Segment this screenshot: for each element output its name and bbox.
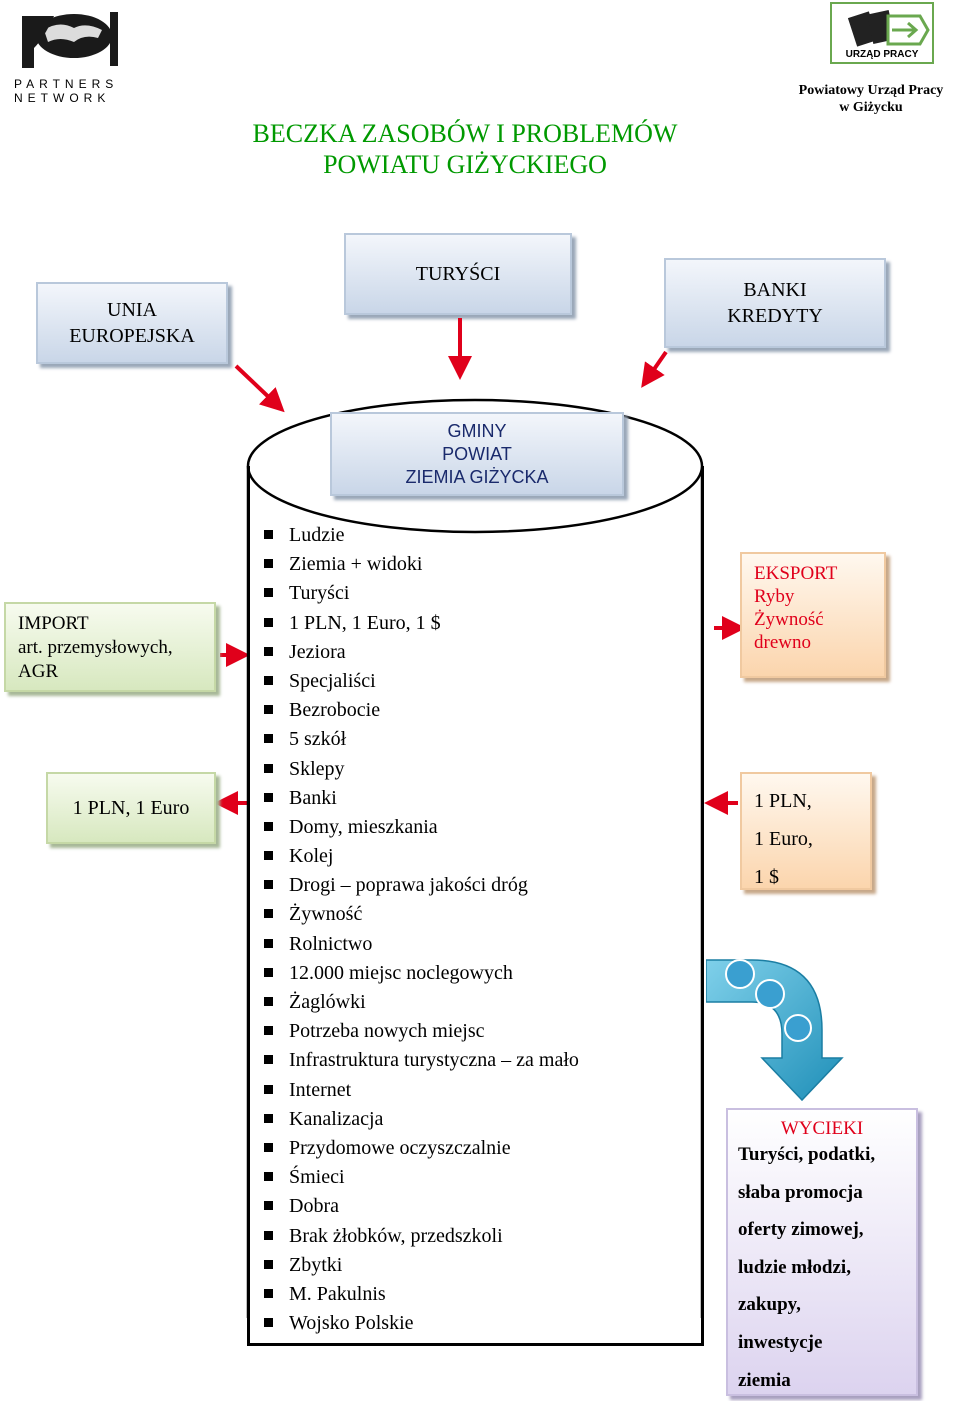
barrel-resource-item: Śmieci bbox=[264, 1164, 579, 1193]
barrel-resource-item: Przydomowe oczyszczalnie bbox=[264, 1135, 579, 1164]
barrel-resource-item: Brak żłobków, przedszkoli bbox=[264, 1223, 579, 1252]
pipe-bubble-1 bbox=[725, 959, 755, 989]
barrel-header-line2: POWIAT bbox=[442, 443, 512, 464]
tourists-box-label: TURYŚCI bbox=[415, 263, 501, 285]
export-box-line3: Żywność bbox=[754, 609, 824, 630]
barrel-resource-item: Kolej bbox=[264, 843, 579, 872]
import-box-line1: IMPORT bbox=[18, 613, 89, 634]
barrel-resource-item: Bezrobocie bbox=[264, 697, 579, 726]
outflow-pipe bbox=[706, 959, 844, 1102]
barrel-resource-item: Infrastruktura turystyczna – za mało bbox=[264, 1047, 579, 1076]
arrow-banks-to-barrel bbox=[641, 350, 668, 388]
barrel-resource-item: 12.000 miejsc noclegowych bbox=[264, 960, 579, 989]
barrel-header-box: GMINY POWIAT ZIEMIA GIŻYCKA bbox=[330, 412, 624, 496]
import-box-line2: art. przemysłowych, bbox=[18, 637, 173, 658]
barrel-resource-item: Domy, mieszkania bbox=[264, 814, 579, 843]
barrel-resource-item: Banki bbox=[264, 785, 579, 814]
barrel-resource-item: Kanalizacja bbox=[264, 1106, 579, 1135]
eu-box-line2: EUROPEJSKA bbox=[69, 325, 195, 347]
leaks-line: inwestycje bbox=[738, 1331, 823, 1353]
barrel-resource-item: Żaglówki bbox=[264, 989, 579, 1018]
leaks-line: ludzie młodzi, bbox=[738, 1256, 851, 1278]
barrel-resource-item: Potrzeba nowych miejsc bbox=[264, 1018, 579, 1047]
barrel-resource-item: Sklepy bbox=[264, 756, 579, 785]
barrel-right-wall bbox=[701, 466, 704, 1346]
money-in-box: 1 PLN, 1 Euro, 1 $ bbox=[740, 772, 872, 890]
export-box: EKSPORT Ryby Żywność drewno bbox=[740, 552, 886, 678]
banks-box-line2: KREDYTY bbox=[727, 305, 823, 327]
office-name-line2: w Giżycku bbox=[839, 100, 903, 115]
barrel-resource-item: Wojsko Polskie bbox=[264, 1310, 579, 1339]
import-box-line3: AGR bbox=[18, 661, 59, 682]
barrel-resource-item: Jeziora bbox=[264, 639, 579, 668]
page-title-line1: BECZKA ZASOBÓW I PROBLEMÓW bbox=[252, 119, 678, 148]
leaks-box-lines: Turyści, podatki, słaba promocja oferty zi… bbox=[738, 1136, 906, 1399]
eu-box-line1: UNIA bbox=[107, 299, 157, 321]
barrel-resource-item: 5 szkół bbox=[264, 726, 579, 755]
leaks-line: Turyści, podatki, bbox=[738, 1144, 876, 1165]
banks-box-line1: BANKI bbox=[743, 279, 807, 301]
import-box: IMPORT art. przemysłowych, AGR bbox=[4, 602, 216, 692]
barrel-resource-item: Ziemia + widoki bbox=[264, 551, 579, 580]
leaks-box: WYCIEKI Turyści, podatki, słaba promocja o… bbox=[726, 1108, 918, 1396]
barrel-left-wall bbox=[247, 466, 250, 1346]
arrow-eu-to-barrel bbox=[234, 364, 285, 413]
export-box-line2: Ryby bbox=[754, 586, 795, 607]
barrel-header-line1: GMINY bbox=[447, 420, 507, 441]
export-box-line1: EKSPORT bbox=[754, 563, 838, 584]
barrel-resource-item: Turyści bbox=[264, 580, 579, 609]
barrel-resource-item: Zbytki bbox=[264, 1252, 579, 1281]
banks-box: BANKI KREDYTY bbox=[664, 258, 886, 348]
page-title-line2: POWIATU GIŻYCKIEGO bbox=[323, 150, 607, 179]
leaks-line: oferty zimowej, bbox=[738, 1219, 864, 1241]
page-title: BECZKA ZASOBÓW I PROBLEMÓW POWIATU GIŻYC… bbox=[200, 118, 730, 180]
logo-text-line1: PARTNERS bbox=[14, 77, 119, 91]
barrel-bottom bbox=[248, 1343, 704, 1346]
barrel-resource-item: Drogi – poprawa jakości dróg bbox=[264, 872, 579, 901]
globe-logo-icon bbox=[22, 12, 118, 68]
barrel-resource-item: Internet bbox=[264, 1077, 579, 1106]
office-name: Powiatowy Urząd Pracy w Giżycku bbox=[786, 82, 956, 116]
office-name-line1: Powiatowy Urząd Pracy bbox=[798, 83, 944, 98]
partners-network-logo: PARTNERS NETWORK bbox=[14, 8, 124, 105]
barrel-header-line3: ZIEMIA GIŻYCKA bbox=[405, 466, 549, 487]
money-out-box-label: 1 PLN, 1 Euro bbox=[72, 797, 190, 819]
barrel-resource-item: Rolnictwo bbox=[264, 931, 579, 960]
pipe-bubble-2 bbox=[755, 979, 785, 1009]
money-in-box-line3: 1 $ bbox=[754, 866, 779, 888]
barrel-resource-item: Ludzie bbox=[264, 522, 579, 551]
money-out-box: 1 PLN, 1 Euro bbox=[46, 772, 216, 844]
barrel-resource-item: 1 PLN, 1 Euro, 1 $ bbox=[264, 610, 579, 639]
pipe-bubble-3 bbox=[784, 1014, 812, 1042]
money-in-box-line1: 1 PLN, bbox=[754, 790, 812, 812]
money-in-box-line2: 1 Euro, bbox=[754, 828, 813, 850]
urzad-pracy-logo: URZĄD PRACY bbox=[830, 2, 934, 64]
export-box-line4: drewno bbox=[754, 632, 811, 653]
barrel-resource-item: M. Pakulnis bbox=[264, 1281, 579, 1310]
leaks-box-title: WYCIEKI bbox=[780, 1118, 864, 1139]
barrel-resource-item: Specjaliści bbox=[264, 668, 579, 697]
eu-box: UNIA EUROPEJSKA bbox=[36, 282, 228, 364]
leaks-line: ziemia bbox=[738, 1369, 791, 1391]
barrel-resource-item: Żywność bbox=[264, 901, 579, 930]
urzad-pracy-logo-icon bbox=[847, 10, 930, 47]
logo-text-line2: NETWORK bbox=[14, 91, 111, 105]
leaks-line: słaba promocja bbox=[738, 1181, 863, 1203]
urzad-pracy-label: URZĄD PRACY bbox=[845, 49, 919, 60]
barrel-resource-item: Dobra bbox=[264, 1193, 579, 1222]
tourists-box: TURYŚCI bbox=[344, 233, 572, 315]
leaks-line: zakupy, bbox=[738, 1294, 801, 1316]
